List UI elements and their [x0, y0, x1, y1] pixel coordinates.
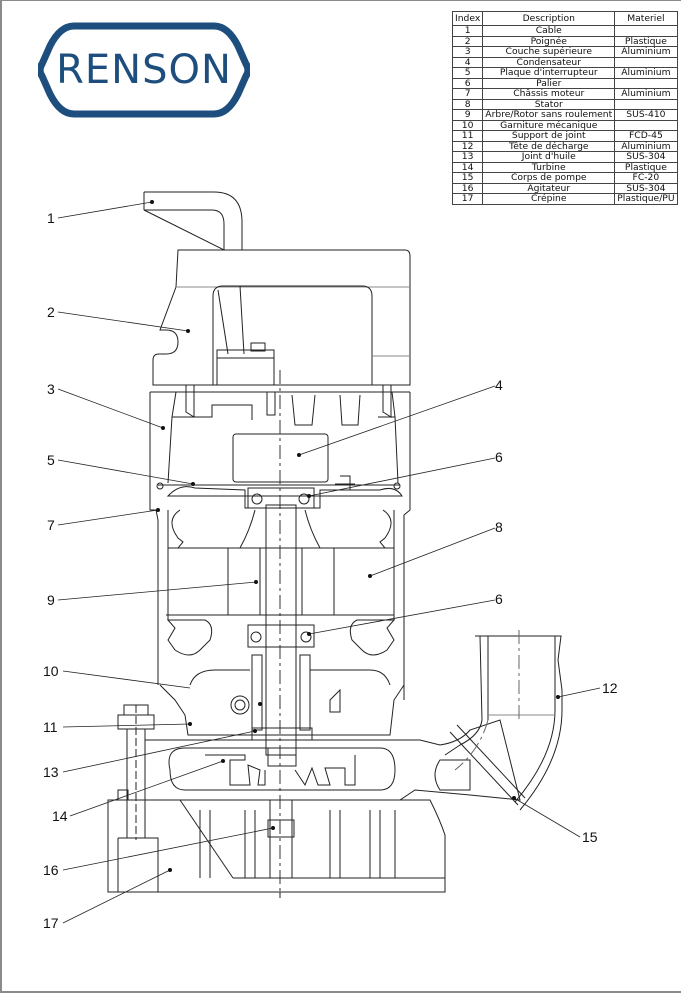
cell-material — [614, 119, 678, 131]
stator — [227, 547, 335, 616]
cell-index: 16 — [451, 182, 484, 194]
callout-11: 11 — [43, 719, 58, 735]
cell-index: 11 — [451, 130, 484, 142]
condenser — [232, 433, 329, 483]
upper-cover — [149, 385, 411, 700]
callout-5: 5 — [47, 452, 55, 468]
leader-lines — [57, 201, 601, 924]
pump-body — [144, 719, 521, 801]
callout-16: 16 — [43, 862, 59, 878]
callout-2: 2 — [47, 304, 55, 320]
discharge-head — [444, 630, 563, 811]
callout-4: 4 — [495, 377, 503, 393]
rotor-shaft — [259, 504, 303, 756]
cell-material: FC-20 — [614, 172, 678, 184]
header-material: Materiel — [614, 11, 678, 26]
callout-9: 9 — [47, 592, 55, 608]
cell-index: 13 — [451, 151, 484, 163]
cell-index: 17 — [451, 193, 484, 205]
leader-dots — [150, 200, 560, 872]
renson-logo: RENSON — [36, 20, 252, 120]
handle — [152, 249, 411, 386]
switch-plate — [156, 475, 403, 509]
upper-bearing — [247, 487, 315, 509]
callout-6-upper: 6 — [495, 449, 503, 465]
callout-7: 7 — [47, 517, 55, 533]
callout-6-lower: 6 — [495, 591, 503, 607]
agitator — [267, 800, 295, 878]
callout-17: 17 — [43, 915, 59, 931]
callout-10: 10 — [43, 663, 59, 679]
cell-index: 14 — [451, 161, 484, 173]
cell-material: Plastique — [614, 161, 678, 173]
mechanical-seal — [230, 654, 311, 731]
parts-table-header: Index Description Materiel — [451, 11, 678, 26]
cell-material: SUS-304 — [614, 151, 678, 163]
cell-index: 10 — [451, 119, 484, 131]
callout-8: 8 — [495, 519, 503, 535]
cell-material: Plastique/PU — [614, 193, 678, 205]
cell-material: SUS-304 — [614, 182, 678, 194]
logo-text: RENSON — [56, 47, 232, 93]
callout-15: 15 — [582, 829, 598, 845]
cell-index: 12 — [451, 140, 484, 152]
callout-1: 1 — [47, 210, 55, 226]
seal-support — [159, 669, 405, 736]
strainer — [107, 789, 446, 898]
header-index: Index — [451, 11, 484, 26]
lower-bearing — [247, 624, 315, 648]
cell-material: FCD-45 — [614, 130, 678, 142]
cell-material: Aluminium — [614, 140, 678, 152]
callout-13: 13 — [43, 764, 59, 780]
callout-3: 3 — [47, 381, 55, 397]
callout-14: 14 — [52, 808, 68, 824]
impeller — [205, 747, 356, 787]
cable — [143, 191, 243, 251]
logo-badge-shape — [36, 22, 252, 118]
cell-index: 15 — [451, 172, 484, 184]
callout-12: 12 — [602, 680, 618, 696]
